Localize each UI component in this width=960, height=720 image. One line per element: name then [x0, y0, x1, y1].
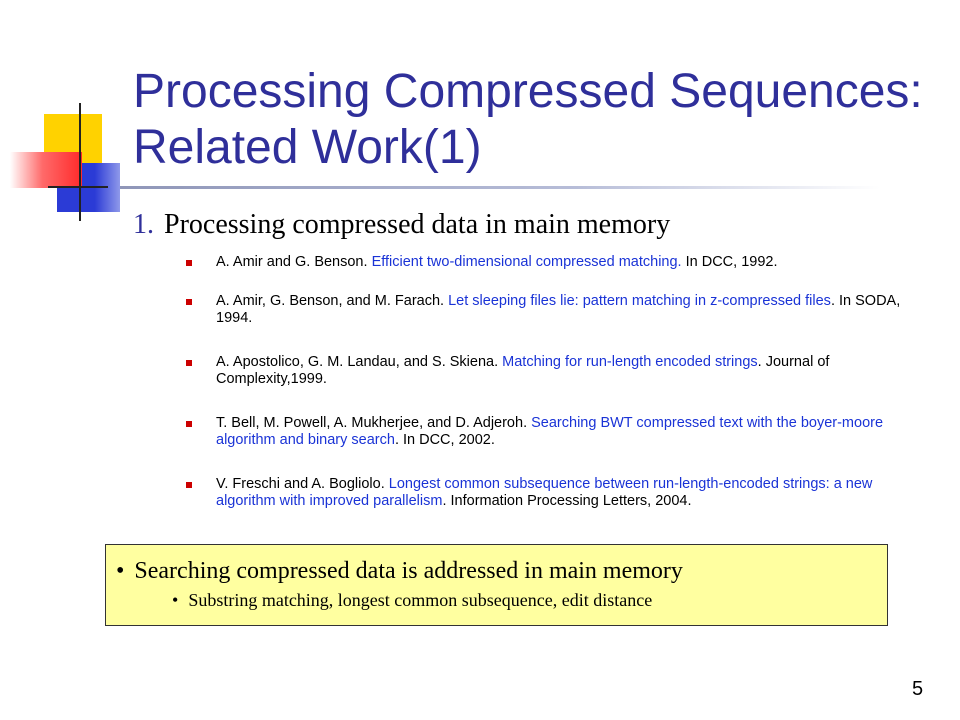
decor-horizontal-line: [48, 186, 108, 188]
reference-item: T. Bell, M. Powell, A. Mukherjee, and D.…: [186, 415, 926, 449]
callout-main: • Searching compressed data is addressed …: [116, 557, 683, 585]
callout-sub-text: Substring matching, longest common subse…: [188, 590, 653, 610]
reference-list: A. Amir and G. Benson. Efficient two-dim…: [186, 254, 926, 510]
callout-main-text: Searching compressed data is addressed i…: [134, 558, 683, 584]
callout-bullet: •: [116, 558, 125, 584]
reference-venue: . Information Processing Letters, 2004.: [442, 493, 692, 509]
reference-authors: T. Bell, M. Powell, A. Mukherjee, and D.…: [216, 415, 532, 431]
section-number: 1.: [133, 209, 154, 240]
reference-authors: A. Apostolico, G. M. Landau, and S. Skie…: [216, 354, 503, 370]
title-underline: [120, 186, 880, 189]
reference-title: Let sleeping files lie: pattern matching…: [448, 293, 831, 309]
callout-sub-bullet: •: [172, 590, 179, 610]
reference-venue: In DCC, 1992.: [681, 254, 778, 270]
section-heading-text: Processing compressed data in main memor…: [164, 209, 671, 240]
reference-item: A. Apostolico, G. M. Landau, and S. Skie…: [186, 354, 926, 388]
bullet-icon: [186, 299, 192, 305]
page-number: 5: [912, 678, 924, 700]
reference-title: Matching for run-length encoded strings: [502, 354, 758, 370]
decor-vertical-line: [79, 103, 81, 221]
reference-authors: V. Freschi and A. Bogliolo.: [216, 476, 389, 492]
reference-venue: . In SODA, 1994.: [216, 293, 901, 326]
summary-callout: • Searching compressed data is addressed …: [105, 544, 888, 626]
callout-sub: • Substring matching, longest common subs…: [172, 589, 652, 611]
slide-title: Processing Compressed Sequences: Related…: [133, 65, 923, 174]
reference-venue: . Journal of Complexity,1999.: [216, 354, 830, 387]
reference-authors: A. Amir, G. Benson, and M. Farach.: [216, 293, 449, 309]
reference-item: V. Freschi and A. Bogliolo. Longest comm…: [186, 476, 926, 510]
reference-title: Searching BWT compressed text with the b…: [216, 415, 884, 448]
bullet-icon: [186, 482, 192, 488]
reference-title: Longest common subsequence between run-l…: [216, 476, 873, 509]
bullet-icon: [186, 360, 192, 366]
section-heading: 1. Processing compressed data in main mem…: [133, 207, 670, 243]
bullet-icon: [186, 260, 192, 266]
reference-title: Efficient two-dimensional compressed mat…: [371, 254, 682, 270]
reference-item: A. Amir, G. Benson, and M. Farach. Let s…: [186, 293, 926, 327]
reference-authors: A. Amir and G. Benson.: [216, 254, 372, 270]
reference-item: A. Amir and G. Benson. Efficient two-dim…: [186, 254, 926, 271]
decor-red-square: [10, 152, 82, 188]
bullet-icon: [186, 421, 192, 427]
reference-venue: . In DCC, 2002.: [394, 432, 495, 448]
